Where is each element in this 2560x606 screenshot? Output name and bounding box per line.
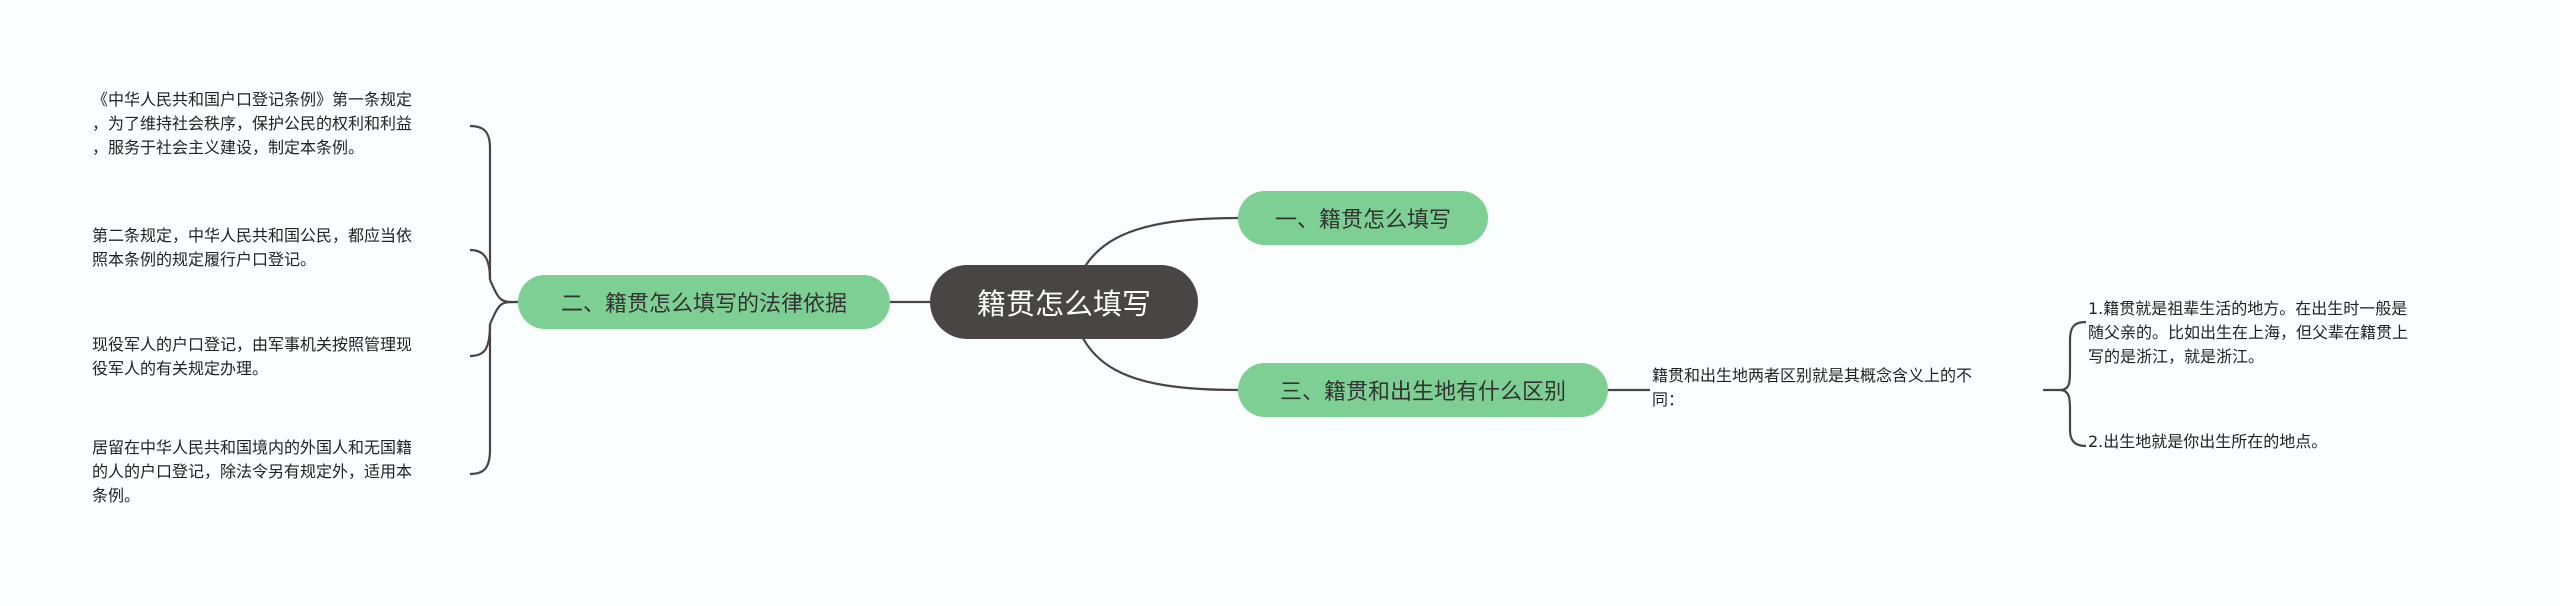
connector-summary-points — [2043, 320, 2087, 448]
connector-b2-bracket — [488, 279, 519, 325]
leaf-line: ，为了维持社会秩序，保护公民的权利和利益 — [92, 114, 413, 133]
leaf-line: 随父亲的。比如出生在上海，但父辈在籍贯上 — [2088, 323, 2409, 342]
branch-label-3: 三、籍贯和出生地有什么区别 — [1279, 380, 1566, 405]
leaf-line: 的人的户口登记，除法令另有规定外，适用本 — [92, 462, 413, 481]
leaf-line: 2.出生地就是你出生所在的地点。 — [2088, 432, 2328, 451]
leaf-line: 现役军人的户口登记，由军事机关按照管理现 — [92, 335, 413, 354]
leaf-line: ，服务于社会主义建设，制定本条例。 — [92, 138, 365, 157]
leaf-line: 1.籍贯就是祖辈生活的地方。在出生时一般是 — [2088, 299, 2408, 318]
leaf-line: 《中华人民共和国户口登记条例》第一条规定 — [92, 90, 413, 109]
legal-basis-item: 居留在中华人民共和国境内的外国人和无国籍 的人的户口登记，除法令另有规定外，适用… — [92, 436, 492, 508]
branch-node-2[interactable]: 二、籍贯怎么填写的法律依据 — [518, 275, 890, 329]
leaf-line: 同： — [1652, 390, 1685, 409]
branch-label-1: 一、籍贯怎么填写 — [1274, 208, 1451, 233]
legal-basis-item: 第二条规定，中华人民共和国公民，都应当依 照本条例的规定履行户口登记。 — [92, 224, 492, 272]
leaf-line: 写的是浙江，就是浙江。 — [2088, 347, 2265, 366]
leaf-line: 照本条例的规定履行户口登记。 — [92, 250, 317, 269]
branch-node-3[interactable]: 三、籍贯和出生地有什么区别 — [1238, 363, 1608, 417]
connector-legal-4 — [469, 324, 492, 476]
difference-point: 1.籍贯就是祖辈生活的地方。在出生时一般是 随父亲的。比如出生在上海，但父辈在籍… — [2088, 297, 2488, 369]
legal-basis-item: 《中华人民共和国户口登记条例》第一条规定 ，为了维持社会秩序，保护公民的权利和利… — [92, 88, 492, 160]
root-label: 籍贯怎么填写 — [976, 287, 1151, 321]
leaf-line: 居留在中华人民共和国境内的外国人和无国籍 — [92, 438, 413, 457]
legal-basis-item: 现役军人的户口登记，由军事机关按照管理现 役军人的有关规定办理。 — [92, 333, 492, 381]
branch-label-2: 二、籍贯怎么填写的法律依据 — [560, 292, 847, 317]
leaf-line: 籍贯和出生地两者区别就是其概念含义上的不 — [1652, 366, 1973, 385]
leaf-line: 条例。 — [92, 486, 141, 505]
leaf-line: 役军人的有关规定办理。 — [92, 359, 269, 378]
connector-legal-2 — [469, 248, 492, 281]
leaf-line: 第二条规定，中华人民共和国公民，都应当依 — [92, 226, 413, 245]
root-node[interactable]: 籍贯怎么填写 — [930, 265, 1198, 339]
difference-summary: 籍贯和出生地两者区别就是其概念含义上的不 同： — [1652, 364, 2052, 412]
connector-legal-1 — [469, 124, 492, 280]
difference-point: 2.出生地就是你出生所在的地点。 — [2088, 430, 2488, 454]
branch-node-1[interactable]: 一、籍贯怎么填写 — [1238, 191, 1488, 245]
